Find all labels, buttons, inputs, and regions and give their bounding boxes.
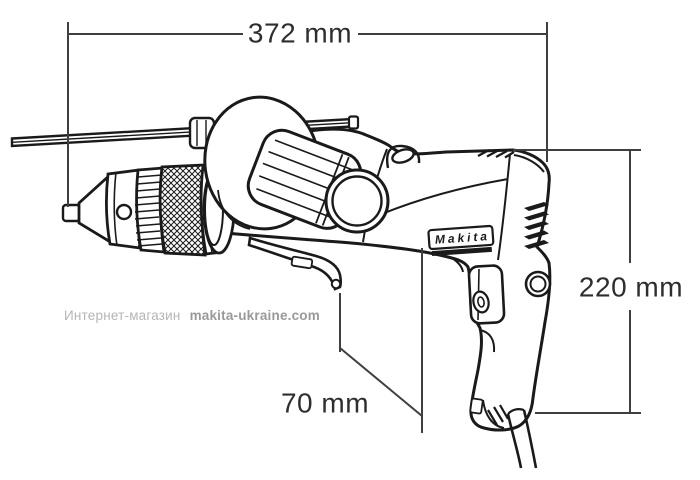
side-handle-grip xyxy=(246,128,390,234)
dimension-lines xyxy=(67,22,641,433)
speed-dial xyxy=(524,270,552,298)
brand-label: Makita xyxy=(435,229,488,247)
side-vent-slats xyxy=(524,202,549,249)
width-dimension-label: 372 mm xyxy=(243,18,357,48)
top-vent-grooves xyxy=(477,149,515,159)
chuck-key-hole xyxy=(115,203,133,221)
watermark-site-label: makita-ukraine.com xyxy=(189,308,320,323)
top-hump xyxy=(386,144,421,169)
watermark-store-label: Интернет-магазин xyxy=(64,308,181,323)
offset-leader-line xyxy=(339,347,423,417)
brand-badge: Makita xyxy=(427,224,495,257)
chuck xyxy=(61,163,224,257)
power-cord xyxy=(506,408,538,469)
belt-clip xyxy=(247,236,343,291)
offset-dimension-label: 70 mm xyxy=(276,388,374,418)
trigger xyxy=(467,264,506,325)
handle-base xyxy=(469,397,509,429)
height-dimension-label: 220 mm xyxy=(574,272,688,302)
watermark: Интернет-магазин makita-ukraine.com xyxy=(64,307,320,324)
